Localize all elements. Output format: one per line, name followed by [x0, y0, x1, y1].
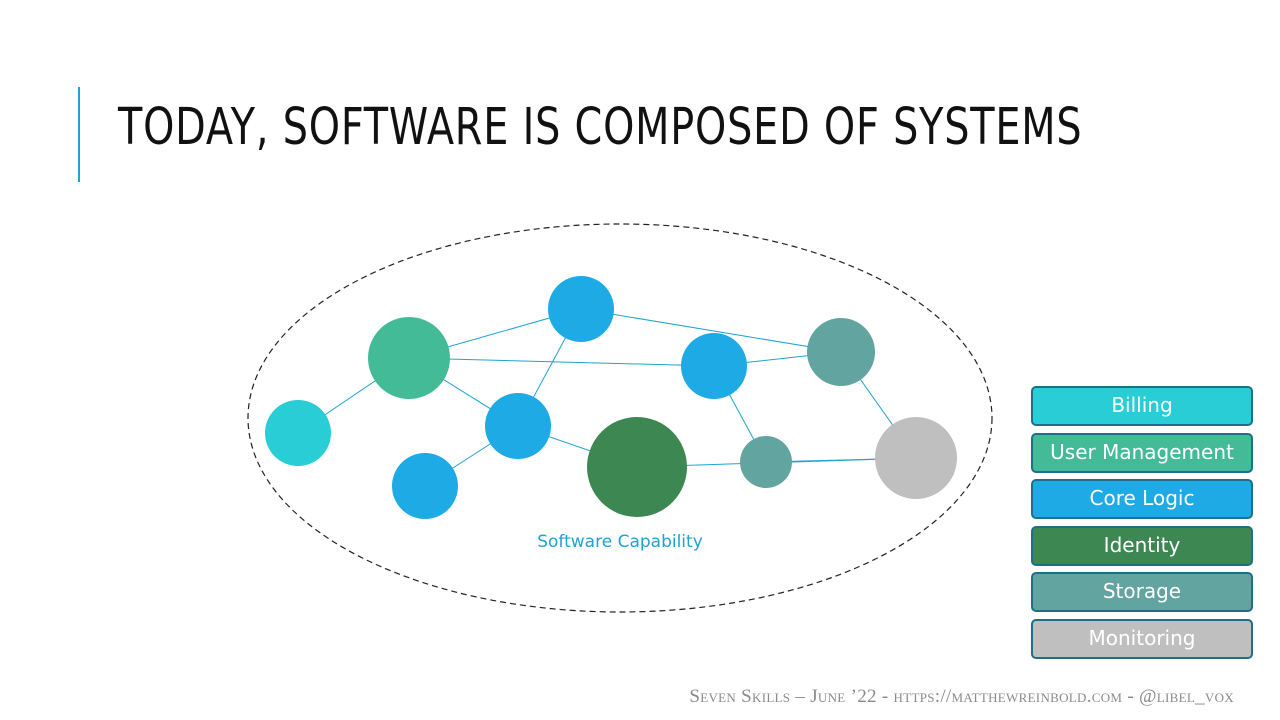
legend-item-core-logic: Core Logic	[1031, 479, 1253, 519]
legend-item-storage: Storage	[1031, 572, 1253, 612]
node-billing-1	[265, 400, 331, 466]
title-accent-bar	[78, 87, 80, 182]
node-storage-1	[807, 318, 875, 386]
slide-title: TODAY, SOFTWARE IS COMPOSED OF SYSTEMS	[118, 98, 1083, 157]
node-user-mgmt-1	[368, 317, 450, 399]
slide-footer: Seven Skills – June ’22 - https://matthe…	[689, 686, 1234, 707]
legend-item-user-management: User Management	[1031, 432, 1253, 473]
node-core-3	[681, 333, 747, 399]
node-core-1	[548, 276, 614, 342]
legend-item-monitoring: Monitoring	[1031, 618, 1253, 659]
node-identity-1	[587, 417, 687, 517]
boundary-label: Software Capability	[537, 532, 703, 552]
edge-core-1-storage-1	[580, 308, 842, 353]
edge-user-mgmt-1-core-3	[408, 357, 715, 367]
legend-item-identity: Identity	[1031, 525, 1253, 566]
node-core-4	[392, 453, 458, 519]
node-monitoring-1	[875, 417, 957, 499]
node-storage-2	[740, 436, 792, 488]
legend-item-billing: Billing	[1031, 386, 1253, 426]
capability-boundary	[247, 223, 993, 613]
node-core-2	[485, 393, 551, 459]
nodes-layer	[265, 276, 957, 519]
